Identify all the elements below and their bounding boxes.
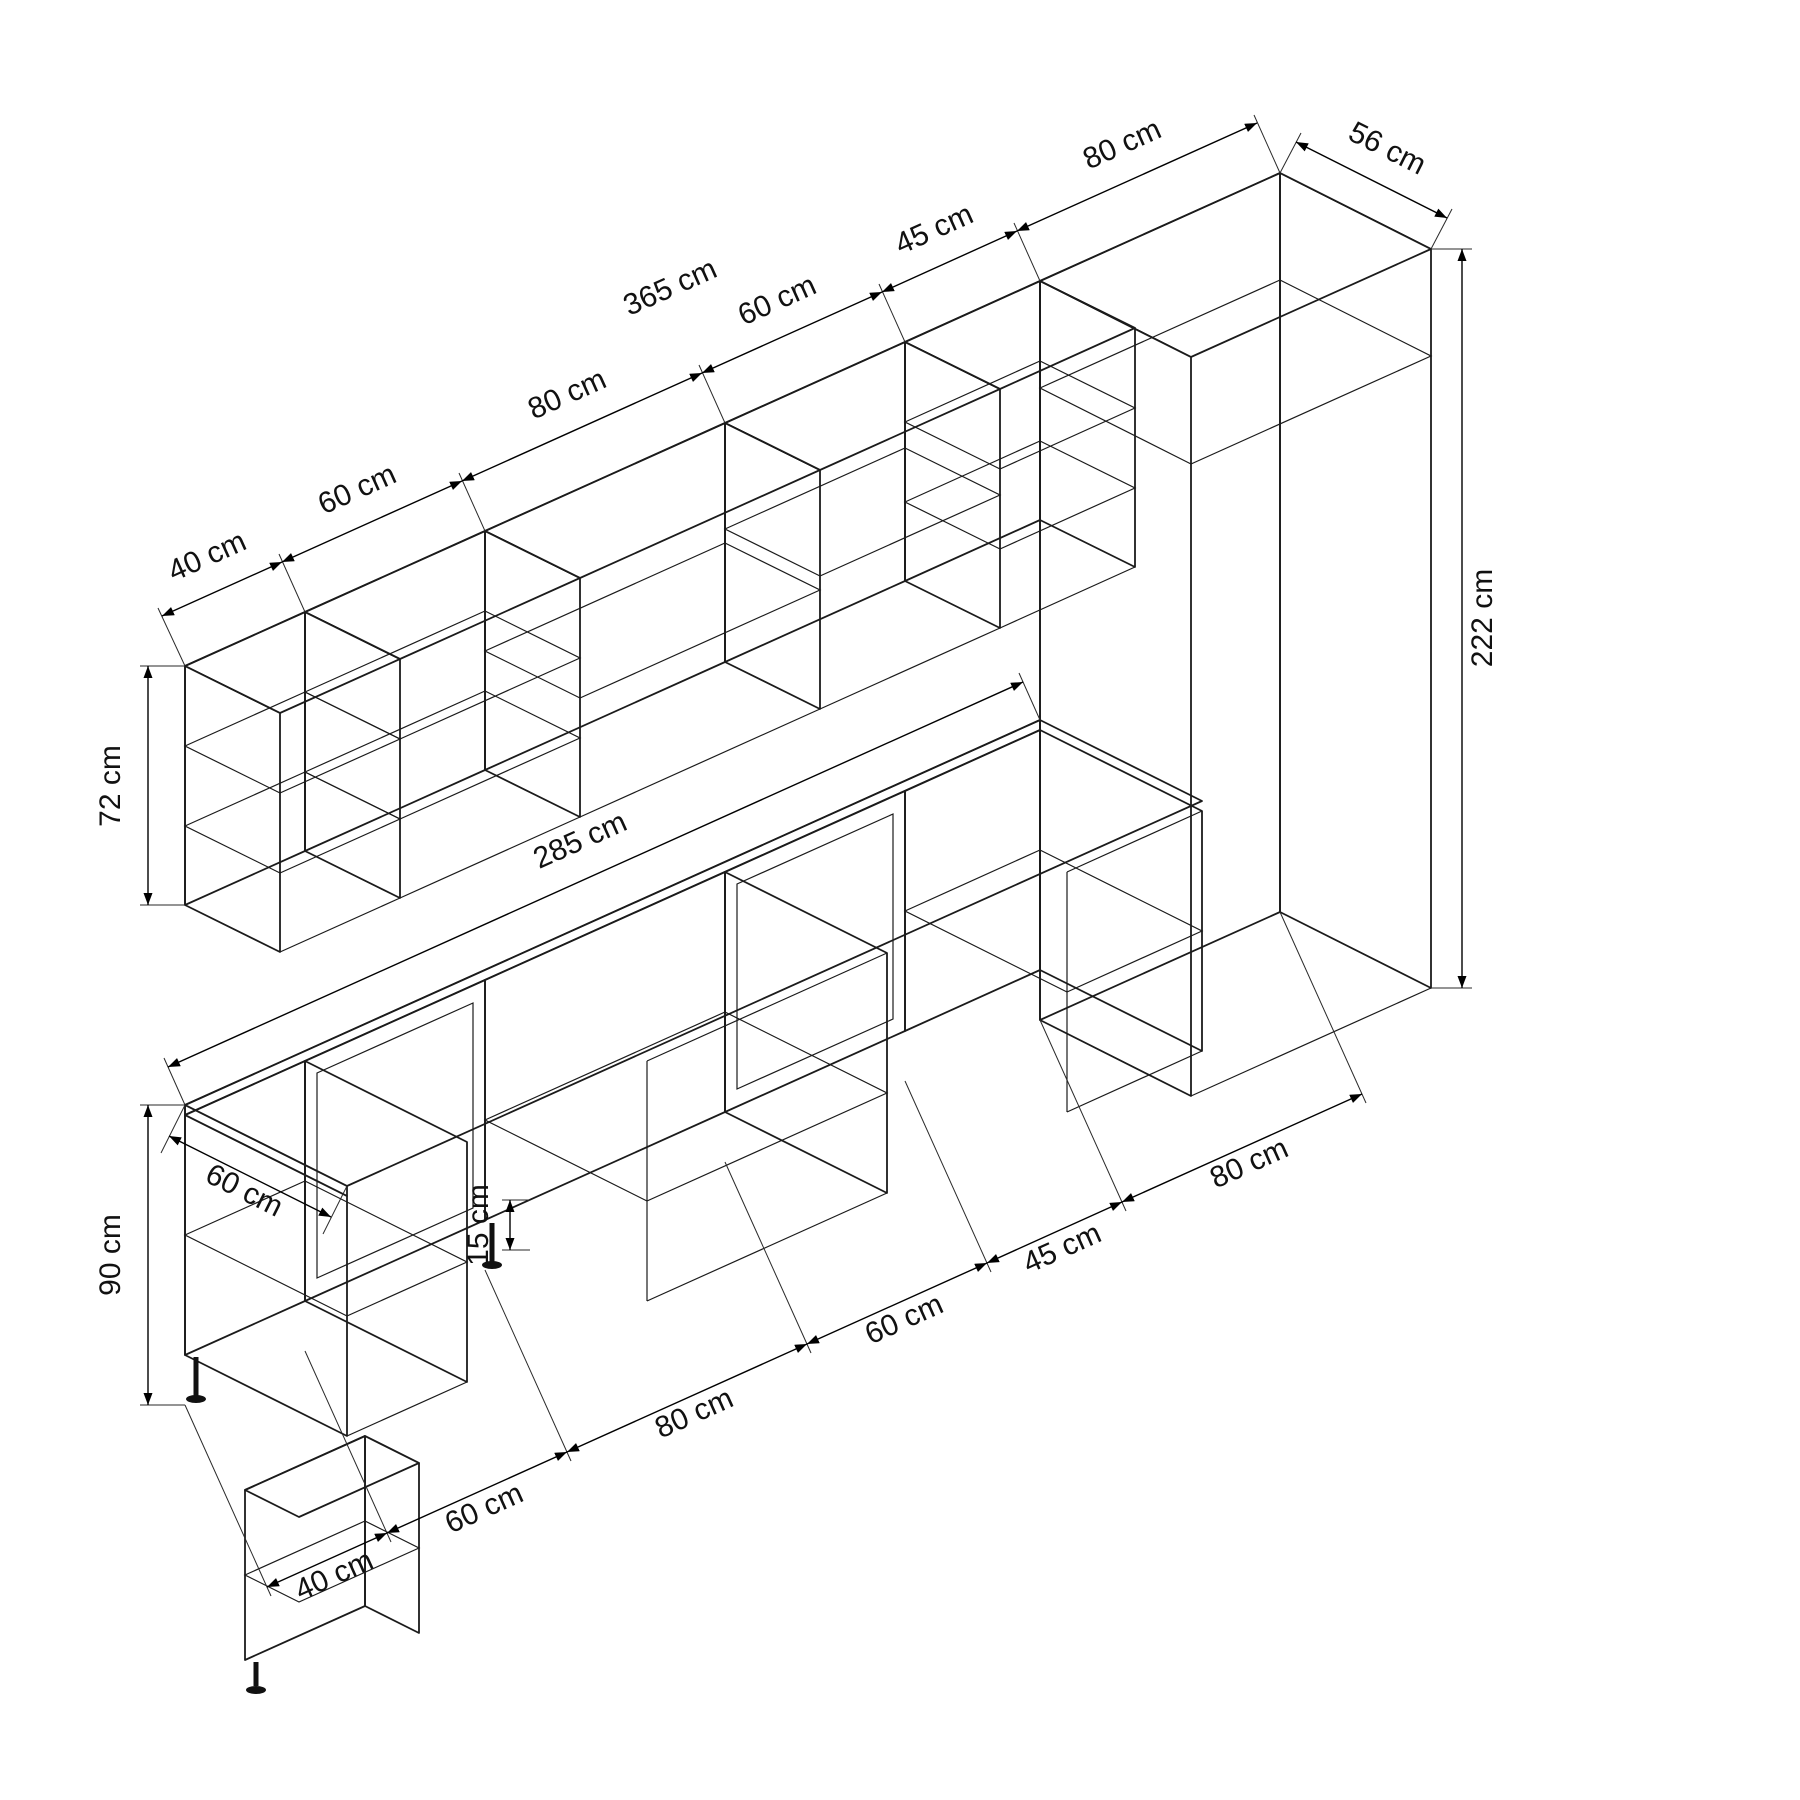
dim-tall-depth: 56 cm [1279,115,1453,250]
dim-label-top-45: 45 cm [890,198,978,262]
dim-plinth: 15 cm [462,1184,530,1266]
base-unit-40 [183,1060,469,1437]
dim-label-72: 72 cm [94,745,127,827]
base-unit-60a [304,979,486,1302]
dim-label-bottom-45: 45 cm [1018,1217,1106,1281]
dim-label-top-80b: 80 cm [1078,113,1166,177]
wall-unit-80 [483,422,822,771]
base-unit-45 [903,729,1204,1113]
dim-label-total-365: 365 cm [618,252,721,322]
cabinet-leg [186,1357,206,1403]
dim-label-15: 15 cm [462,1184,495,1266]
dim-wall-height: 72 cm [94,665,185,906]
dim-label-top-60a: 60 cm [313,458,401,522]
wall-cabinet-row [183,280,1137,953]
wall-unit-40 [183,611,402,953]
dim-label-top-40: 40 cm [163,525,251,589]
dim-label-bottom-60b: 60 cm [860,1288,948,1352]
dim-label-top-60b: 60 cm [733,269,821,333]
dim-label-56: 56 cm [1343,115,1431,181]
dim-label-bottom-80a: 80 cm [650,1382,738,1446]
countertop [184,719,1203,1197]
dim-label-60-depth: 60 cm [200,1157,288,1223]
cabinet-leg [246,1662,266,1694]
dim-label-bottom-60a: 60 cm [440,1477,528,1541]
wall-unit-60a [303,530,582,852]
base-unit-80 [483,871,889,1302]
dim-base-height: 90 cm [94,1104,185,1406]
base-unit-60b [724,790,906,1113]
dim-label-222: 222 cm [1466,569,1499,667]
cabinet-leg [482,1223,502,1269]
dim-counter-length: 285 cm [163,672,1041,1106]
tall-cabinet [1038,172,1433,1097]
wall-unit-45 [903,280,1137,582]
dim-label-90: 90 cm [94,1214,127,1296]
wall-row-back-edge [279,566,1136,953]
tall-cabinet-shelf [1038,279,1433,465]
dim-total-height: 222 cm [1431,248,1499,989]
dim-label-bottom-80b: 80 cm [1205,1132,1293,1196]
dim-label-top-80a: 80 cm [523,363,611,427]
dim-counter-depth: 60 cm [160,1104,348,1235]
bottom-dimension-chain: 40 cm 60 cm 80 cm 60 cm 45 cm 80 cm [184,911,1367,1607]
top-dimension-chain: 40 cm 60 cm 80 cm 60 cm 45 cm 80 cm 365 … [157,113,1281,667]
